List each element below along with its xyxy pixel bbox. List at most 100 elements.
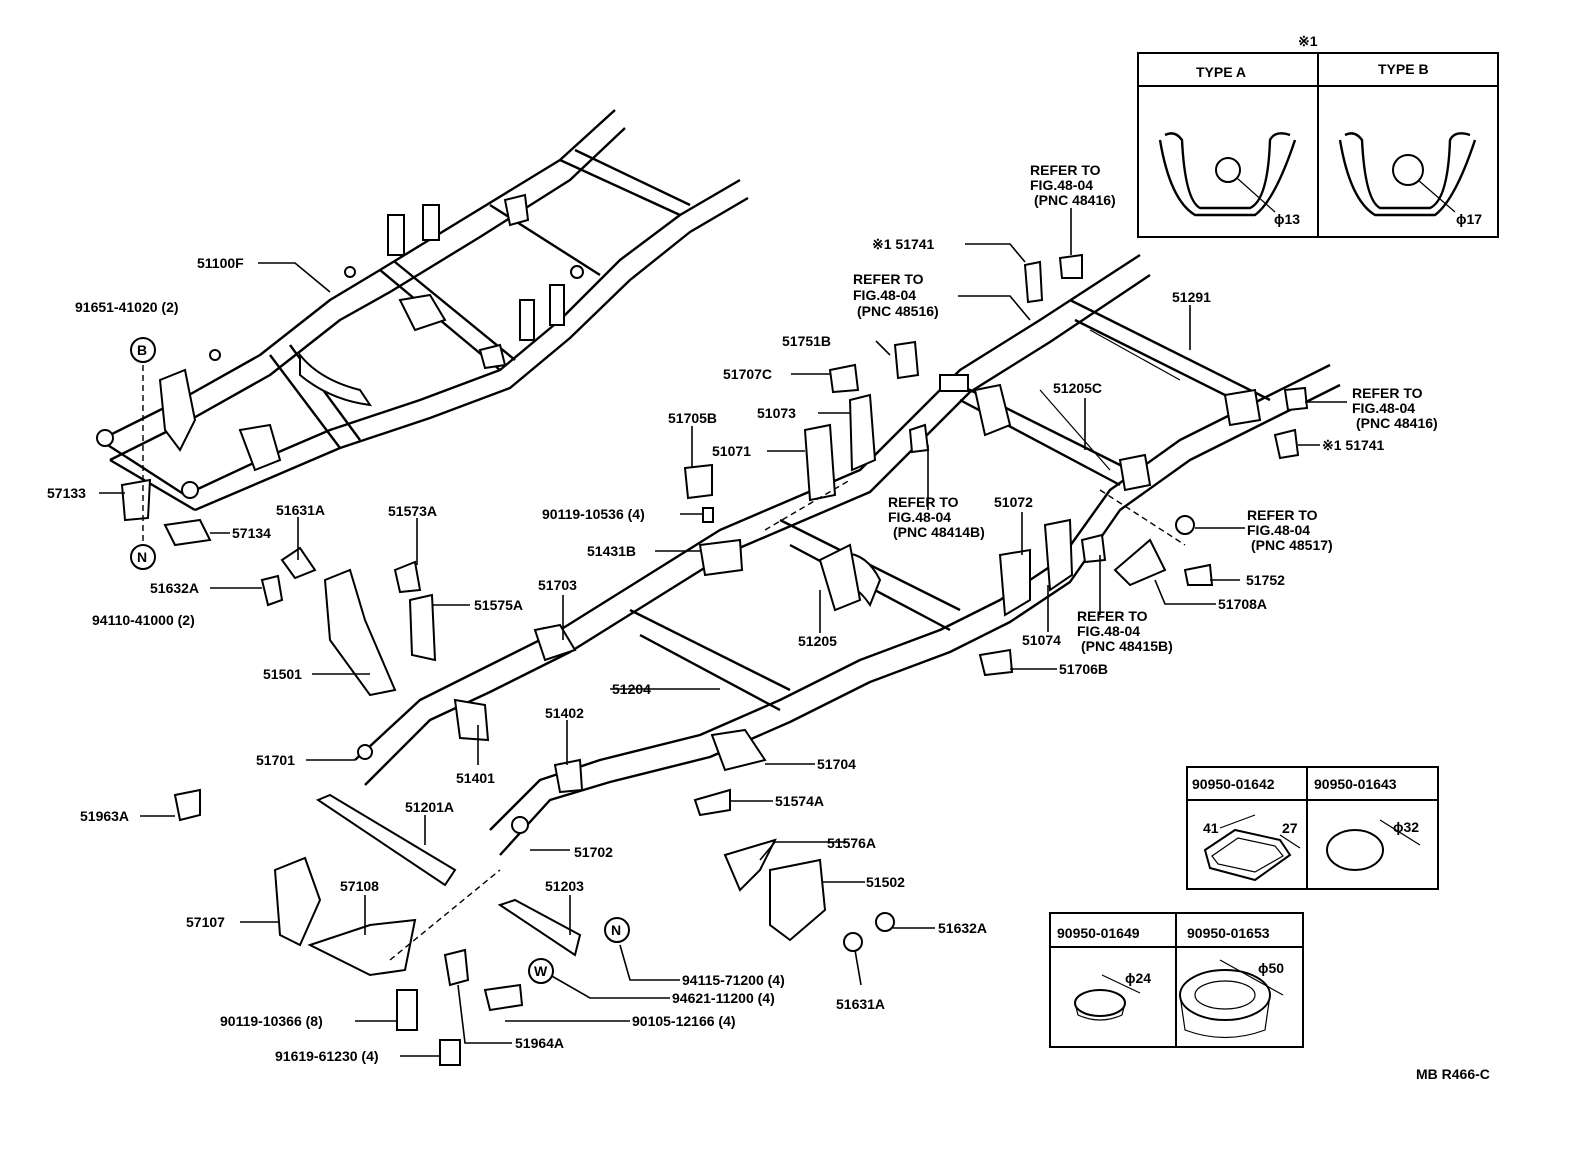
- label-51708A: 51708A: [1218, 596, 1267, 612]
- label-51963A: 51963A: [80, 808, 129, 824]
- type-table-marker: ※1: [1298, 33, 1318, 49]
- refer-48415B-line1: REFER TO: [1077, 608, 1148, 624]
- label-51631A-right: 51631A: [836, 996, 885, 1012]
- refer-48416-top-line2: FIG.48-04: [1030, 177, 1093, 193]
- label-51706B: 51706B: [1059, 661, 1108, 677]
- refer-48516-line1: REFER TO: [853, 271, 924, 287]
- label-51702: 51702: [574, 844, 613, 860]
- loose-parts: [120, 253, 1309, 1066]
- label-51204: 51204: [612, 681, 651, 697]
- label-57134: 57134: [232, 525, 271, 541]
- frame-assembly-top: [96, 109, 749, 512]
- type-a-dim: ϕ13: [1274, 211, 1300, 227]
- label-51964A: 51964A: [515, 1035, 564, 1051]
- dim-41: 41: [1203, 820, 1219, 836]
- plug-oval-shape: [1203, 828, 1292, 882]
- label-91651-41020: 91651-41020 (2): [75, 299, 179, 315]
- label-51072: 51072: [994, 494, 1033, 510]
- refer-48415B-line3: (PNC 48415B): [1081, 638, 1173, 654]
- label-51631A-left: 51631A: [276, 502, 325, 518]
- plug-round-shape: [1326, 829, 1384, 871]
- label-51576A: 51576A: [827, 835, 876, 851]
- label-51401: 51401: [456, 770, 495, 786]
- label-90105-12166: 90105-12166 (4): [632, 1013, 736, 1029]
- refer-48414B-line2: FIG.48-04: [888, 509, 951, 525]
- circle-marker-n-left: [130, 544, 156, 570]
- type-table: ※1 TYPE A TYPE B ϕ13 ϕ17: [1137, 33, 1499, 238]
- plug-table-1: 90950-01642 90950-01643 41 27 ϕ32: [1186, 766, 1439, 890]
- label-51632A-right: 51632A: [938, 920, 987, 936]
- plug-small-cup-shape: [1074, 989, 1126, 1017]
- label-51074: 51074: [1022, 632, 1061, 648]
- figure-code: MB R466-C: [1416, 1066, 1490, 1082]
- refer-48415B-line2: FIG.48-04: [1077, 623, 1140, 639]
- refer-48516-line3: (PNC 48516): [857, 303, 939, 319]
- label-51205: 51205: [798, 633, 837, 649]
- type-b-dim: ϕ17: [1456, 211, 1482, 227]
- label-51203: 51203: [545, 878, 584, 894]
- label-51502: 51502: [866, 874, 905, 890]
- label-91619-61230: 91619-61230 (4): [275, 1048, 379, 1064]
- label-51741-right: ※1 51741: [1322, 437, 1385, 453]
- label-57107: 57107: [186, 914, 225, 930]
- refer-48416-top-line1: REFER TO: [1030, 162, 1101, 178]
- leader-lines: [99, 208, 1347, 1057]
- dim-32: ϕ32: [1393, 819, 1419, 835]
- label-51703: 51703: [538, 577, 577, 593]
- marker-w-text: W: [534, 963, 548, 979]
- label-51100F: 51100F: [197, 255, 244, 271]
- label-51704: 51704: [817, 756, 856, 772]
- label-51751B: 51751B: [782, 333, 831, 349]
- marker-b-text: B: [137, 342, 147, 358]
- label-51071: 51071: [712, 443, 751, 459]
- label-90119-10366: 90119-10366 (8): [220, 1013, 323, 1029]
- label-51705B: 51705B: [668, 410, 717, 426]
- label-51752: 51752: [1246, 572, 1285, 588]
- marker-n-left-text: N: [137, 549, 147, 565]
- label-90119-10536: 90119-10536 (4): [542, 506, 645, 522]
- dim-24: ϕ24: [1125, 970, 1151, 986]
- label-94110-41000: 94110-41000 (2): [92, 612, 195, 628]
- plug-90950-01643-header: 90950-01643: [1314, 776, 1397, 792]
- circle-marker-b: [130, 337, 156, 363]
- label-51575A: 51575A: [474, 597, 523, 613]
- type-b-shape: [1344, 132, 1471, 210]
- refer-48416-top-line3: (PNC 48416): [1034, 192, 1116, 208]
- label-51501: 51501: [263, 666, 302, 682]
- label-57133: 57133: [47, 485, 86, 501]
- refer-48414B-line1: REFER TO: [888, 494, 959, 510]
- dim-50: ϕ50: [1258, 960, 1284, 976]
- label-51402: 51402: [545, 705, 584, 721]
- circle-marker-n-right: [604, 917, 630, 943]
- circle-marker-w: [528, 958, 554, 984]
- label-51741-top: ※1 51741: [872, 236, 935, 252]
- label-51431B: 51431B: [587, 543, 636, 559]
- refer-48414B-line3: (PNC 48414B): [893, 524, 985, 540]
- type-b-header: TYPE B: [1378, 61, 1429, 77]
- refer-48416-right-line3: (PNC 48416): [1356, 415, 1438, 431]
- plug-90950-01642-header: 90950-01642: [1192, 776, 1275, 792]
- label-51205C: 51205C: [1053, 380, 1102, 396]
- label-51291: 51291: [1172, 289, 1211, 305]
- label-94621-11200: 94621-11200 (4): [672, 990, 775, 1006]
- type-a-shape: [1164, 132, 1291, 210]
- label-51201A: 51201A: [405, 799, 454, 815]
- refer-48517-line3: (PNC 48517): [1251, 537, 1333, 553]
- label-51073: 51073: [757, 405, 796, 421]
- label-51632A-left: 51632A: [150, 580, 199, 596]
- label-51574A: 51574A: [775, 793, 824, 809]
- dim-27: 27: [1282, 820, 1298, 836]
- label-51573A: 51573A: [388, 503, 437, 519]
- refer-48416-right-line1: REFER TO: [1352, 385, 1423, 401]
- refer-48416-right-line2: FIG.48-04: [1352, 400, 1415, 416]
- marker-n-right-text: N: [611, 922, 621, 938]
- label-51701: 51701: [256, 752, 295, 768]
- label-57108: 57108: [340, 878, 379, 894]
- plug-90950-01649-header: 90950-01649: [1057, 925, 1140, 941]
- plug-90950-01653-header: 90950-01653: [1187, 925, 1270, 941]
- refer-48516-line2: FIG.48-04: [853, 287, 916, 303]
- plug-large-cup-shape: [1179, 969, 1271, 1021]
- refer-48517-line1: REFER TO: [1247, 507, 1318, 523]
